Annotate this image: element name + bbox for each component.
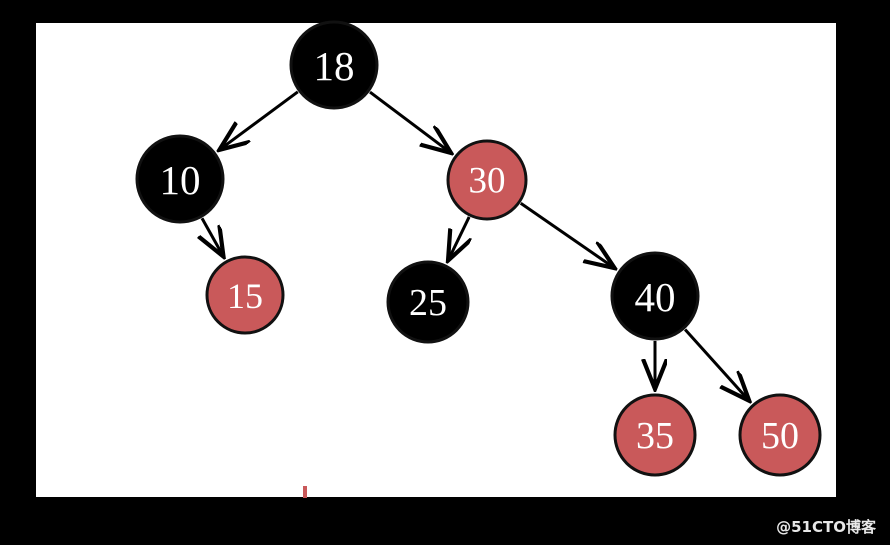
- tree-node-50[interactable]: 50: [738, 393, 822, 477]
- node-label-40: 40: [635, 274, 676, 320]
- tree-nodes: 18 10 30 15 25 40 35 50: [135, 20, 822, 477]
- tree-edge-n30-n25: [449, 216, 469, 258]
- node-circle-50: [738, 393, 822, 477]
- node-circle-10: [135, 134, 225, 224]
- node-label-10: 10: [160, 157, 201, 203]
- node-circle-15: [205, 255, 285, 335]
- tree-edge-n40-n50: [683, 328, 747, 398]
- right-black-block: [836, 397, 890, 497]
- node-circle-25: [386, 260, 470, 344]
- tree-edges: [202, 90, 747, 399]
- node-label-35: 35: [636, 415, 674, 457]
- node-circle-18: [289, 20, 379, 110]
- node-circle-40: [610, 251, 700, 341]
- tree-edge-n10-n15: [202, 217, 222, 254]
- tree-node-35[interactable]: 35: [613, 393, 697, 477]
- tree-edge-n18-n10: [222, 90, 299, 148]
- tree-node-15[interactable]: 15: [205, 255, 285, 335]
- tree-edge-n30-n40: [519, 202, 612, 266]
- red-tick-mark: [303, 486, 307, 498]
- tree-edge-n18-n30: [369, 90, 449, 151]
- node-label-25: 25: [409, 282, 447, 324]
- slide-canvas: [36, 23, 836, 497]
- node-label-50: 50: [761, 415, 799, 457]
- tree-node-10[interactable]: 10: [135, 134, 225, 224]
- node-label-15: 15: [227, 276, 263, 316]
- tree-node-40[interactable]: 40: [610, 251, 700, 341]
- node-circle-30: [446, 139, 528, 221]
- tree-node-18[interactable]: 18: [289, 20, 379, 110]
- tree-node-25[interactable]: 25: [386, 260, 470, 344]
- node-label-30: 30: [469, 161, 506, 202]
- watermark-label: @51CTO博客: [776, 518, 876, 536]
- tree-node-30[interactable]: 30: [446, 139, 528, 221]
- node-label-18: 18: [314, 43, 355, 89]
- node-circle-35: [613, 393, 697, 477]
